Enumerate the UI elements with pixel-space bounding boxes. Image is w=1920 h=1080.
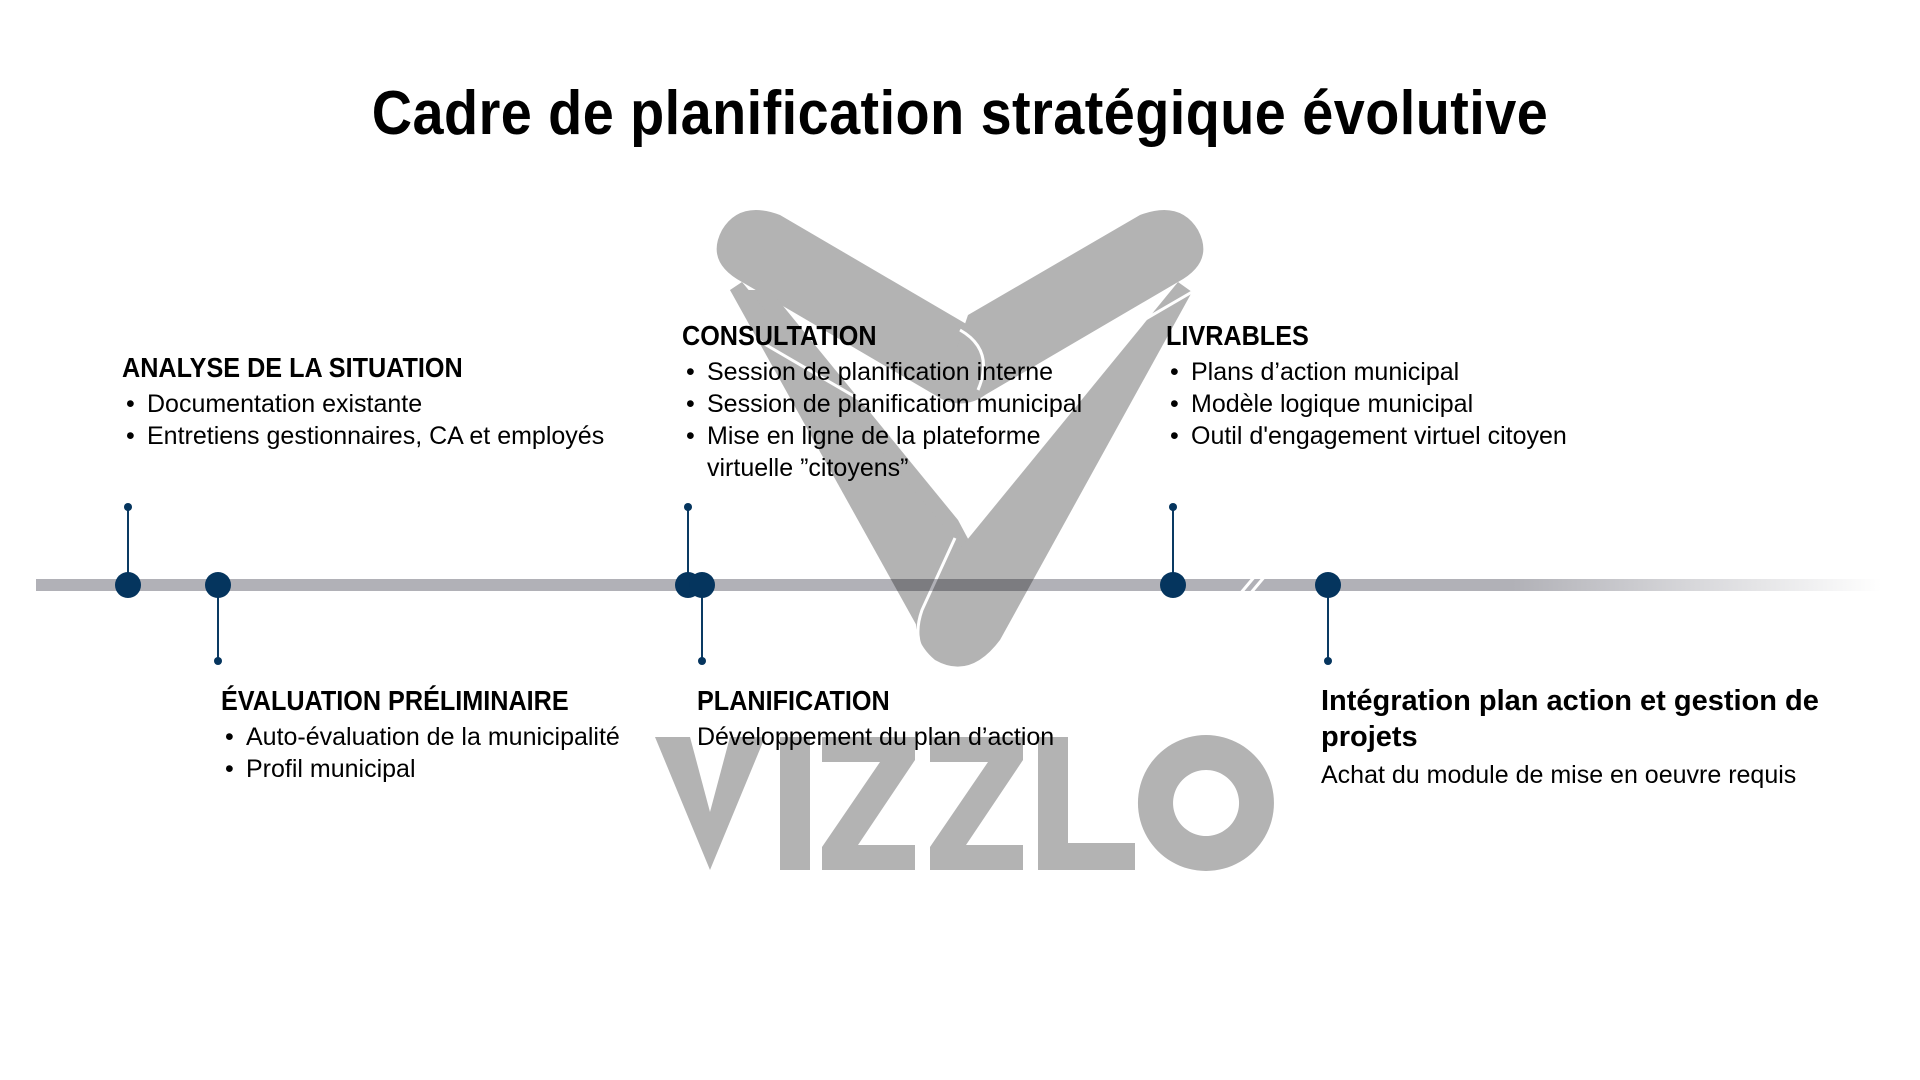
list-item: Modèle logique municipal [1166, 388, 1567, 420]
stem-end-dot [1169, 503, 1177, 511]
list-item: Mise en ligne de la plateforme virtuelle… [682, 420, 1097, 484]
milestone-node-analyse[interactable] [115, 572, 141, 598]
list-item: Auto-évaluation de la municipalité [221, 721, 620, 753]
milestone-evaluation: ÉVALUATION PRÉLIMINAIRE Auto-évaluation … [221, 685, 620, 785]
page-title: Cadre de planification stratégique évolu… [371, 79, 1549, 148]
milestone-analyse: ANALYSE DE LA SITUATION Documentation ex… [122, 352, 604, 452]
milestone-items: Plans d’action municipal Modèle logique … [1166, 356, 1567, 452]
list-item: Session de planification municipal [682, 388, 1097, 420]
milestone-integration: Intégration plan action et gestion de pr… [1321, 683, 1881, 791]
vizzlo-wordmark-icon [655, 735, 1274, 871]
milestone-planification: PLANIFICATION Développement du plan d’ac… [697, 685, 1054, 753]
milestone-title: CONSULTATION [682, 320, 877, 351]
list-item: Outil d'engagement virtuel citoyen [1166, 420, 1567, 452]
milestone-node-planification[interactable] [689, 572, 715, 598]
milestone-stem-evaluation [217, 585, 219, 661]
milestone-description: Achat du module de mise en oeuvre requis [1321, 761, 1797, 789]
milestone-title: ANALYSE DE LA SITUATION [122, 352, 463, 383]
milestone-items: Session de planification interne Session… [682, 356, 1097, 484]
list-item: Plans d’action municipal [1166, 356, 1567, 388]
stem-end-dot [124, 503, 132, 511]
stem-end-dot [698, 657, 706, 665]
list-item: Profil municipal [221, 753, 620, 785]
stem-end-dot [1324, 657, 1332, 665]
milestone-livrables: LIVRABLES Plans d’action municipal Modèl… [1166, 320, 1567, 452]
milestone-items: Auto-évaluation de la municipalité Profi… [221, 721, 620, 785]
milestone-node-integration[interactable] [1315, 572, 1341, 598]
milestone-node-evaluation[interactable] [205, 572, 231, 598]
milestone-title: Intégration plan action et gestion de pr… [1321, 685, 1819, 753]
list-item: Entretiens gestionnaires, CA et employés [122, 420, 604, 452]
stem-end-dot [684, 503, 692, 511]
stem-end-dot [214, 657, 222, 665]
milestone-title: LIVRABLES [1166, 320, 1309, 351]
list-item: Session de planification interne [682, 356, 1097, 388]
milestone-items: Documentation existante Entretiens gesti… [122, 388, 604, 452]
milestone-stem-planification [701, 585, 703, 661]
milestone-stem-consultation [687, 507, 689, 585]
milestone-description: Développement du plan d’action [697, 723, 1055, 751]
milestone-title: PLANIFICATION [697, 685, 890, 716]
milestone-node-livrables[interactable] [1160, 572, 1186, 598]
milestone-consultation: CONSULTATION Session de planification in… [682, 320, 1097, 484]
milestone-stem-analyse [127, 507, 129, 585]
milestone-title: ÉVALUATION PRÉLIMINAIRE [221, 685, 569, 716]
milestone-stem-integration [1327, 585, 1329, 661]
timeline-bar [36, 579, 1882, 591]
list-item: Documentation existante [122, 388, 604, 420]
